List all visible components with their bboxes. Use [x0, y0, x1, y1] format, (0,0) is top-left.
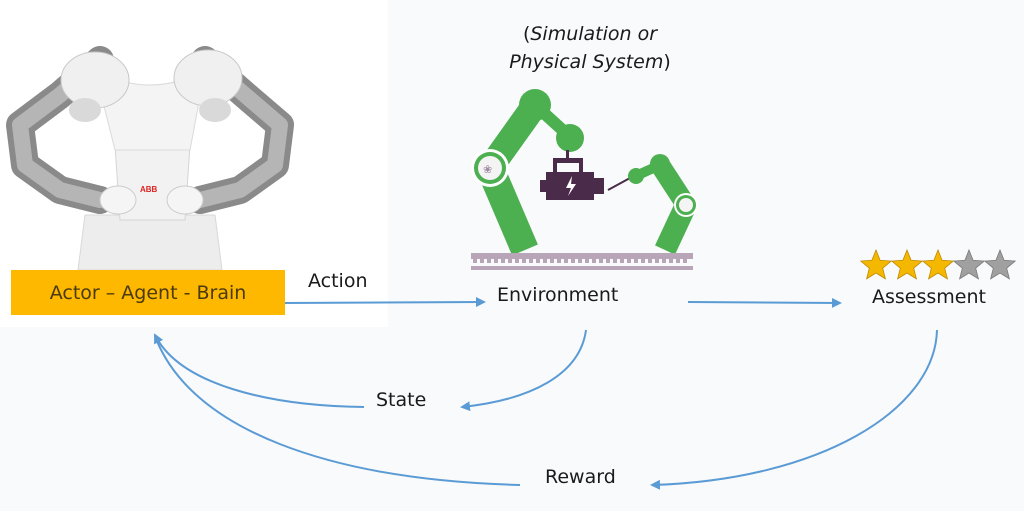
- subtitle-open-paren: (: [522, 23, 531, 45]
- reward-label: Reward: [545, 466, 616, 488]
- env-to-state-arrow: [460, 329, 587, 412]
- assessment-to-reward-arrow: [650, 329, 938, 490]
- subtitle-close-paren: ): [663, 51, 671, 73]
- subtitle-line-2: Physical System: [509, 51, 664, 73]
- yumi-robot-illustration: ABB: [6, 46, 294, 271]
- rail-tooth: [676, 259, 680, 263]
- rail-tooth: [564, 259, 568, 263]
- conveyor-rail-icon: [471, 253, 693, 270]
- robot-arm-left-icon: ❀: [471, 89, 584, 256]
- rail-tooth: [599, 259, 603, 263]
- rail-tooth: [515, 259, 519, 263]
- rail-tooth: [536, 259, 540, 263]
- rail-tooth: [522, 259, 526, 263]
- robot-arm-right-icon: [607, 154, 698, 255]
- environment-label: Environment: [497, 284, 619, 306]
- rail-tooth: [578, 259, 582, 263]
- state-to-agent-arrow: [154, 333, 365, 408]
- star-empty-icon: [952, 248, 986, 280]
- rail-tooth: [662, 259, 666, 263]
- engine-icon: [540, 150, 604, 200]
- rail-tooth: [627, 259, 631, 263]
- rail-tooth: [641, 259, 645, 263]
- rail-tooth: [494, 259, 498, 263]
- rail-tooth: [480, 259, 484, 263]
- reward-to-agent-arrow: [154, 335, 521, 486]
- environment-subtitle: (Simulation or Physical System): [480, 20, 700, 76]
- assessment-arrow: [687, 297, 842, 308]
- rail-tooth: [543, 259, 547, 263]
- rail-tooth: [501, 259, 505, 263]
- rail-tooth: [648, 259, 652, 263]
- state-label: State: [376, 389, 427, 411]
- action-arrow: [284, 297, 486, 308]
- star-filled-icon: [859, 248, 893, 280]
- rail-tooth: [550, 259, 554, 263]
- rail-tooth: [557, 259, 561, 263]
- rail-tooth: [473, 259, 477, 263]
- rail-tooth: [529, 259, 533, 263]
- rail-tooth: [669, 259, 673, 263]
- rail-tooth: [613, 259, 617, 263]
- subtitle-line-1: Simulation or: [530, 23, 658, 45]
- agent-label: Actor – Agent - Brain: [49, 281, 247, 304]
- assessment-label: Assessment: [872, 286, 986, 308]
- rail-tooth: [585, 259, 589, 263]
- rail-tooth: [508, 259, 512, 263]
- svg-text:ABB: ABB: [140, 185, 158, 194]
- rail-tooth: [487, 259, 491, 263]
- rail-tooth: [655, 259, 659, 263]
- star-filled-icon: [921, 248, 955, 280]
- rail-tooth: [571, 259, 575, 263]
- svg-text:❀: ❀: [483, 163, 492, 176]
- star-empty-icon: [983, 248, 1017, 280]
- action-label: Action: [308, 270, 368, 292]
- star-filled-icon: [890, 248, 924, 280]
- agent-box: Actor – Agent - Brain: [11, 270, 285, 315]
- rail-tooth: [620, 259, 624, 263]
- rail-tooth: [592, 259, 596, 263]
- rail-tooth: [634, 259, 638, 263]
- rail-tooth: [683, 259, 687, 263]
- rail-tooth: [606, 259, 610, 263]
